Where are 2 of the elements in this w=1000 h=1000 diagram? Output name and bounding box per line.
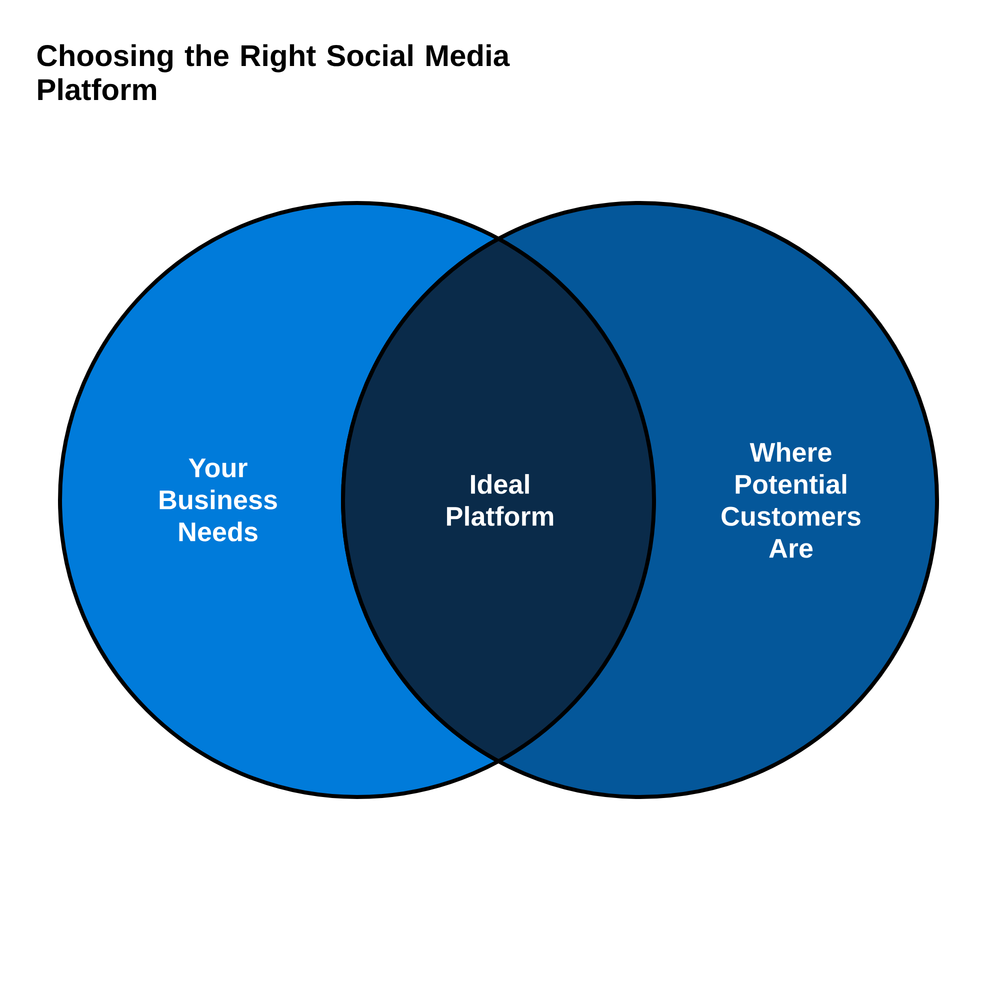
title: Choosing the Right Social Media Platform	[37, 44, 510, 100]
overlap-region: Ideal Platform	[341, 201, 656, 799]
